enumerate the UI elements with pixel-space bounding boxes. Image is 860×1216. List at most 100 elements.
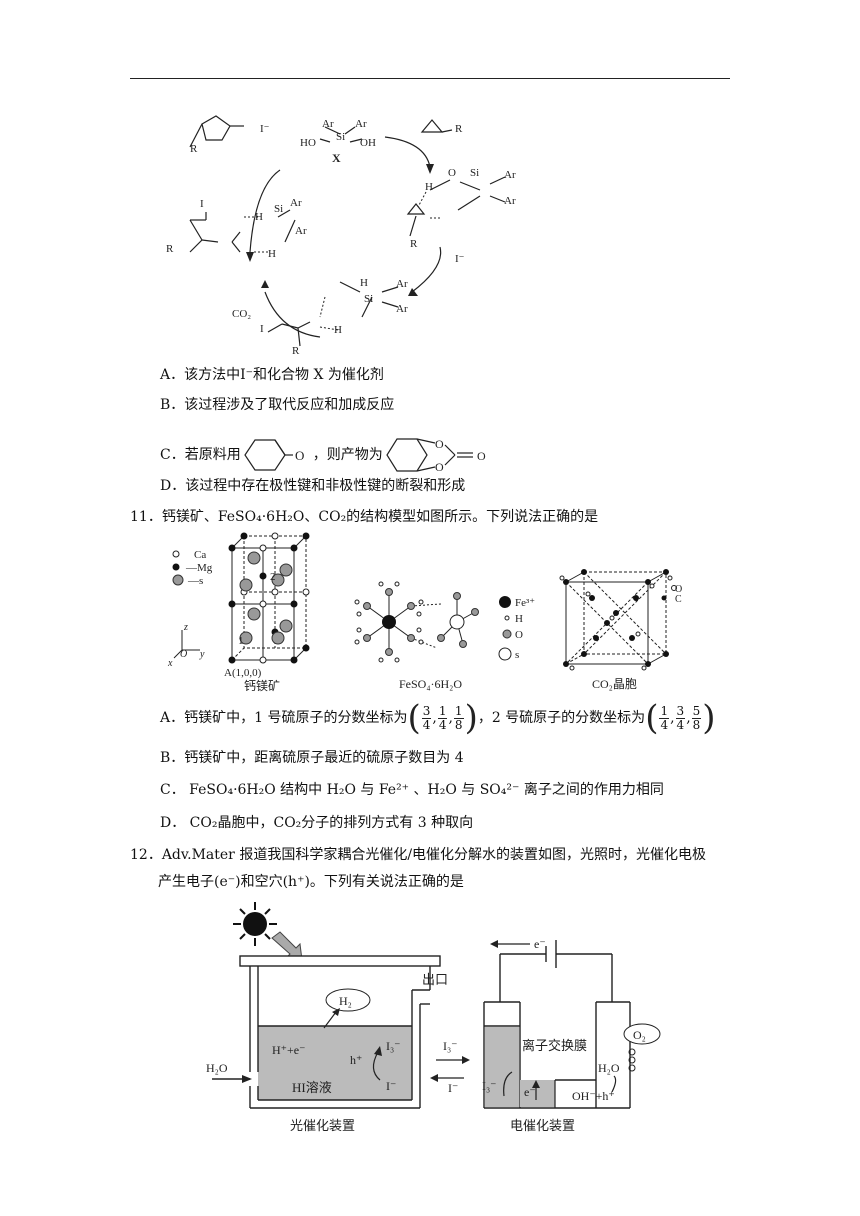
product-o3: O	[477, 449, 486, 463]
header-rule	[130, 78, 730, 79]
legend-mg: Mg	[197, 562, 213, 574]
water-inlet-label: H₂O	[206, 1061, 228, 1075]
o2-label: O₂	[633, 1028, 646, 1042]
legend-co2-c: C	[675, 594, 682, 605]
legend-ca: Ca	[194, 549, 206, 561]
q12-stem-line1: 12．Adv.Mater 报道我国科学家耦合光催化/电催化分解水的装置如图，光照…	[130, 847, 707, 863]
carbonate-r: R	[190, 143, 198, 155]
q11-option-b: B．钙镁矿中，距离硫原子最近的硫原子数目为 4	[160, 750, 464, 766]
legend-s2: s	[515, 649, 519, 661]
bottom-i: I	[260, 323, 264, 335]
co2-label: CO₂	[232, 308, 251, 320]
i3-label-right: I₃⁻	[482, 1079, 497, 1093]
q11-option-d: D． CO₂晶胞中，CO₂分子的排列方式有 3 种取向	[160, 815, 474, 831]
mid-right-ar2: Ar	[504, 195, 516, 207]
q11-option-c: C． FeSO₄·6H₂O 结构中 H₂O 与 Fe²⁺ 、H₂O 与 SO₄²…	[160, 782, 664, 798]
bottom-ar1: Ar	[396, 278, 408, 290]
h2o-label-right: H₂O	[598, 1061, 620, 1075]
bottom-h2: H	[334, 324, 342, 336]
legend-co2-o: O	[675, 584, 682, 595]
q10-option-c-mid: ，则产物为	[312, 447, 383, 463]
q11-option-a-pre: A．钙镁矿中，1 号硫原子的分数坐标为	[160, 710, 408, 726]
feso4-6h2o-structure: Fe³⁺ H O s FeSO₄·6H₂O	[354, 581, 535, 691]
co2-crystal-structure: O C CO₂晶胞	[559, 569, 682, 691]
mid-right-h: H	[425, 181, 433, 193]
mid-left-ar2: Ar	[295, 225, 307, 237]
h-plus-label: h⁺	[350, 1053, 362, 1067]
photocatalysis-caption: 光催化装置	[290, 1118, 355, 1133]
q11-stem: 11．钙镁矿、FeSO₄·6H₂O、CO₂的结构模型如图所示。下列说法正确的是	[130, 509, 599, 525]
svg-text:—: —	[185, 562, 198, 574]
legend-fe: Fe³⁺	[515, 597, 535, 609]
h2-label: H₂	[339, 994, 352, 1008]
epoxide-structure: O	[243, 439, 304, 471]
mid-left-si: Si	[274, 203, 283, 215]
carbonate-product-structure: OOO	[386, 437, 486, 474]
compound-x-label: X	[332, 151, 341, 165]
q12-stem-line2: 产生电子(e⁻)和空穴(h⁺)。下列有关说法正确的是	[158, 874, 464, 890]
mid-left-ar1: Ar	[290, 197, 302, 209]
water-splitting-apparatus-diagram: H₂O 出口 H₂ H⁺+e⁻ h⁺ I₃⁻ I⁻ HI溶液 光催化装置 I₃⁻…	[206, 902, 661, 1133]
mid-left-h2: H	[268, 248, 276, 260]
ca-mg-mineral-structure: Ca — Mg — s 1 2 z O y x A(1,0,0) 钙镁矿	[167, 532, 310, 693]
h-plus-e-label: H⁺+e⁻	[272, 1043, 305, 1057]
x-ho: HO	[300, 137, 316, 149]
ca-mg-caption: 钙镁矿	[244, 679, 280, 693]
mid-left-h1: H	[255, 211, 263, 223]
bottom-h1: H	[360, 277, 368, 289]
bottom-ar2: Ar	[396, 303, 408, 315]
axis-o: O	[180, 649, 187, 660]
sulfur-label-2: 2	[270, 571, 276, 583]
electrocatalysis-caption: 电催化装置	[510, 1118, 575, 1133]
e-minus-wire-label: e⁻	[534, 937, 546, 951]
ion-exchange-membrane-label: 离子交换膜	[522, 1038, 587, 1053]
mid-right-si: Si	[470, 167, 479, 179]
mid-right-r: R	[410, 238, 418, 250]
i3-transfer-label: I₃⁻	[443, 1039, 458, 1053]
iodide-label-right: I⁻	[455, 253, 465, 265]
q10-option-d: D．该过程中存在极性键和非极性键的断裂和形成	[160, 478, 466, 494]
x-si: Si	[336, 131, 345, 143]
legend-s: s	[199, 575, 203, 587]
outlet-label: 出口	[422, 972, 448, 987]
bottom-si: Si	[364, 293, 373, 305]
q10-option-b: B．该过程涉及了取代反应和加成反应	[160, 397, 395, 413]
product-o2: O	[435, 460, 444, 474]
i-minus-label-left: I⁻	[386, 1079, 396, 1093]
feso4-caption: FeSO₄·6H₂O	[399, 677, 462, 691]
legend-o: O	[515, 629, 523, 641]
sun-icon	[243, 912, 267, 936]
sulfur-label-1: 1	[238, 635, 244, 647]
hi-solution-label: HI溶液	[292, 1080, 332, 1095]
co2-caption: CO₂晶胞	[592, 677, 637, 691]
x-ar-right: Ar	[355, 118, 367, 130]
oh-plus-h-label: OH⁻+h⁺	[572, 1089, 615, 1103]
q11-option-a-mid: ，2 号硫原子的分数坐标为	[477, 710, 646, 726]
legend-h: H	[515, 613, 523, 625]
bottom-r: R	[292, 345, 300, 357]
axis-z: z	[183, 622, 188, 633]
mid-left-r: R	[166, 243, 174, 255]
i-minus-transfer-label: I⁻	[448, 1081, 458, 1095]
epoxide-o: O	[295, 448, 304, 463]
catalytic-cycle-diagram: Ar Ar Si HO OH X I⁻ R R I⁻ CO₂ Si Ar Ar …	[166, 115, 516, 357]
light-arrow-icon	[271, 931, 303, 961]
mid-right-ar1: Ar	[504, 169, 516, 181]
iodide-label-top: I⁻	[260, 123, 270, 135]
product-o1: O	[435, 437, 444, 451]
e-minus-cell-label: e⁻	[524, 1085, 536, 1099]
mid-right-o1: O	[448, 167, 456, 179]
svg-text:—: —	[187, 575, 200, 587]
axis-y: y	[199, 649, 205, 660]
mid-left-i: I	[200, 198, 204, 210]
x-oh: OH	[360, 137, 376, 149]
axis-x: x	[167, 658, 173, 669]
point-a-label: A(1,0,0)	[224, 667, 262, 679]
q10-option-a: A．该方法中I⁻和化合物 X 为催化剂	[160, 367, 384, 383]
x-ar-left: Ar	[322, 118, 334, 130]
i3-label-left: I₃⁻	[386, 1039, 401, 1053]
